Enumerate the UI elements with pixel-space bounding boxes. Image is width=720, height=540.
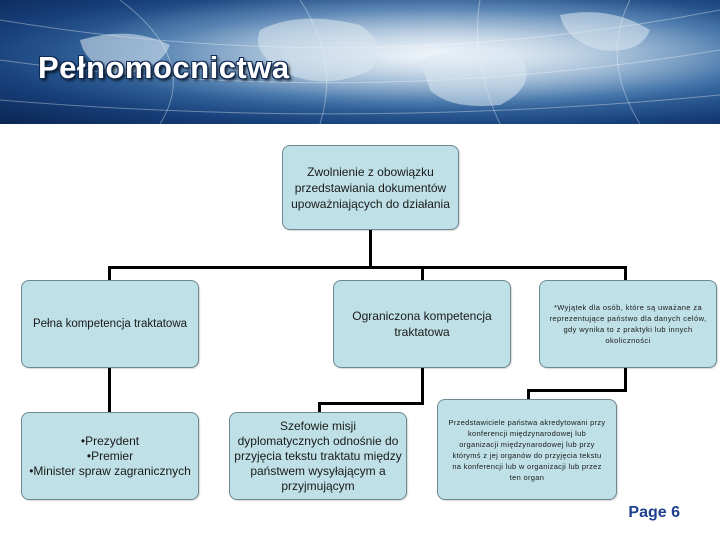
connector-right-stub: [624, 367, 627, 392]
branch-limited-competence: Ograniczona kompetencja traktatowa: [333, 280, 511, 368]
branch-full-competence-label: Pełna kompetencja traktatowa: [33, 318, 187, 330]
root-node-text: Zwolnienie z obowiązku przedstawiania do…: [283, 164, 458, 212]
root-node: Zwolnienie z obowiązku przedstawiania do…: [282, 145, 459, 230]
connector-mid-stub: [421, 367, 424, 405]
header-banner: Pełnomocnictwa: [0, 0, 720, 124]
connector-mid-bar: [318, 402, 424, 405]
branch-full-competence: Pełna kompetencja traktatowa: [21, 280, 199, 368]
connector-mid-detail: [318, 402, 321, 412]
detail-limited-competence-text: Szefowie misji dyplomatycznych odnośnie …: [233, 419, 403, 494]
detail-exception: Przedstawiciele państwa akredytowani prz…: [437, 399, 617, 500]
branch-exception-label: *Wyjątek dla osób, które są uważane za r…: [545, 302, 711, 346]
connector-root-down: [369, 229, 372, 268]
connector-right-detail: [527, 389, 530, 399]
branch-limited-competence-label: Ograniczona kompetencja traktatowa: [346, 308, 498, 340]
detail-exception-text: Przedstawiciele państwa akredytowani prz…: [448, 417, 606, 483]
connector-horizontal: [108, 266, 627, 269]
detail-full-competence-text: •Prezydent •Premier •Minister spraw zagr…: [29, 434, 191, 479]
page-number: Page 6: [628, 504, 680, 522]
slide-title: Pełnomocnictwa: [38, 50, 290, 86]
branch-exception: *Wyjątek dla osób, które są uważane za r…: [539, 280, 717, 368]
detail-full-competence: •Prezydent •Premier •Minister spraw zagr…: [21, 412, 199, 500]
connector-right-bar: [527, 389, 627, 392]
detail-limited-competence: Szefowie misji dyplomatycznych odnośnie …: [229, 412, 407, 500]
connector-left-detail: [108, 367, 111, 412]
